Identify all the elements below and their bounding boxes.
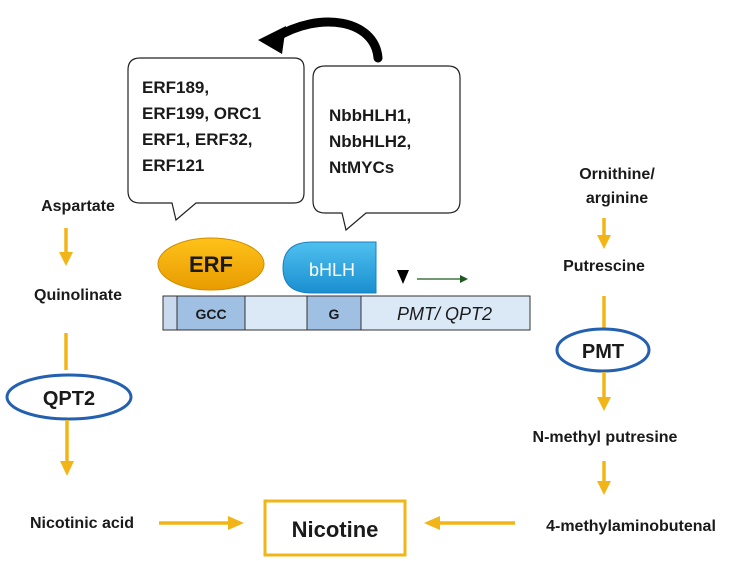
arrow-n-methyl-aminobutenal [597, 461, 611, 495]
gcc-box [176, 295, 246, 331]
erf-protein-label: ERF [189, 252, 233, 277]
bhlh-protein-label: bHLH [309, 260, 355, 280]
putrescine-label: Putrescine [563, 258, 645, 275]
bhlh-callout: NbbHLH1, NbbHLH2, NtMYCs [312, 65, 461, 232]
erf-callout-line-4: ERF121 [142, 156, 204, 175]
aspartate-label: Aspartate [41, 198, 115, 215]
arrow-aspartate-quinolinate [59, 228, 73, 266]
feedback-arrow [258, 17, 383, 63]
bhlh-callout-line-1: NbbHLH1, [329, 106, 411, 125]
erf-callout-line-1: ERF189, [142, 78, 209, 97]
gcc-box-label: GCC [195, 306, 226, 322]
erf-callout: ERF189, ERF199, ORC1 ERF1, ERF32, ERF121 [127, 57, 305, 222]
nicotinic-acid-label: Nicotinic acid [30, 515, 134, 532]
g-box-label: G [329, 306, 340, 322]
pmt-enzyme-ellipse [555, 327, 651, 373]
bhlh-callout-line-3: NtMYCs [329, 158, 394, 177]
arrow-nicotinic-acid-nicotine [159, 516, 244, 530]
promoter-region: GCC G PMT/ QPT2 [162, 295, 531, 331]
qpt2-enzyme-ellipse [5, 373, 133, 421]
n-methyl-putresine-label: N-methyl putresine [533, 429, 678, 446]
transcription-start [397, 270, 468, 284]
arrow-qpt2-nicotinic-acid [60, 420, 74, 476]
bhlh-protein: bHLH [282, 241, 377, 294]
g-box [306, 295, 362, 331]
arrow-pmt-n-methyl [597, 372, 611, 411]
quinolinate-label: Quinolinate [34, 287, 122, 304]
erf-callout-line-3: ERF1, ERF32, [142, 130, 253, 149]
pmt-enzyme-label: PMT [582, 341, 624, 363]
arrow-ornithine-putrescine [597, 218, 611, 249]
nicotine-box [263, 499, 407, 557]
nicotine-label: Nicotine [292, 517, 379, 542]
ornithine-label-line-2: arginine [586, 190, 648, 207]
erf-callout-line-2: ERF199, ORC1 [142, 104, 261, 123]
erf-protein: ERF [157, 237, 265, 291]
gene-label: PMT/ QPT2 [397, 304, 492, 324]
qpt2-enzyme-label: QPT2 [43, 388, 95, 410]
arrow-aminobutenal-nicotine [424, 516, 515, 530]
aminobutenal-label: 4-methylaminobutenal [546, 518, 716, 535]
bhlh-callout-line-2: NbbHLH2, [329, 132, 411, 151]
ornithine-label-line-1: Ornithine/ [579, 166, 655, 183]
